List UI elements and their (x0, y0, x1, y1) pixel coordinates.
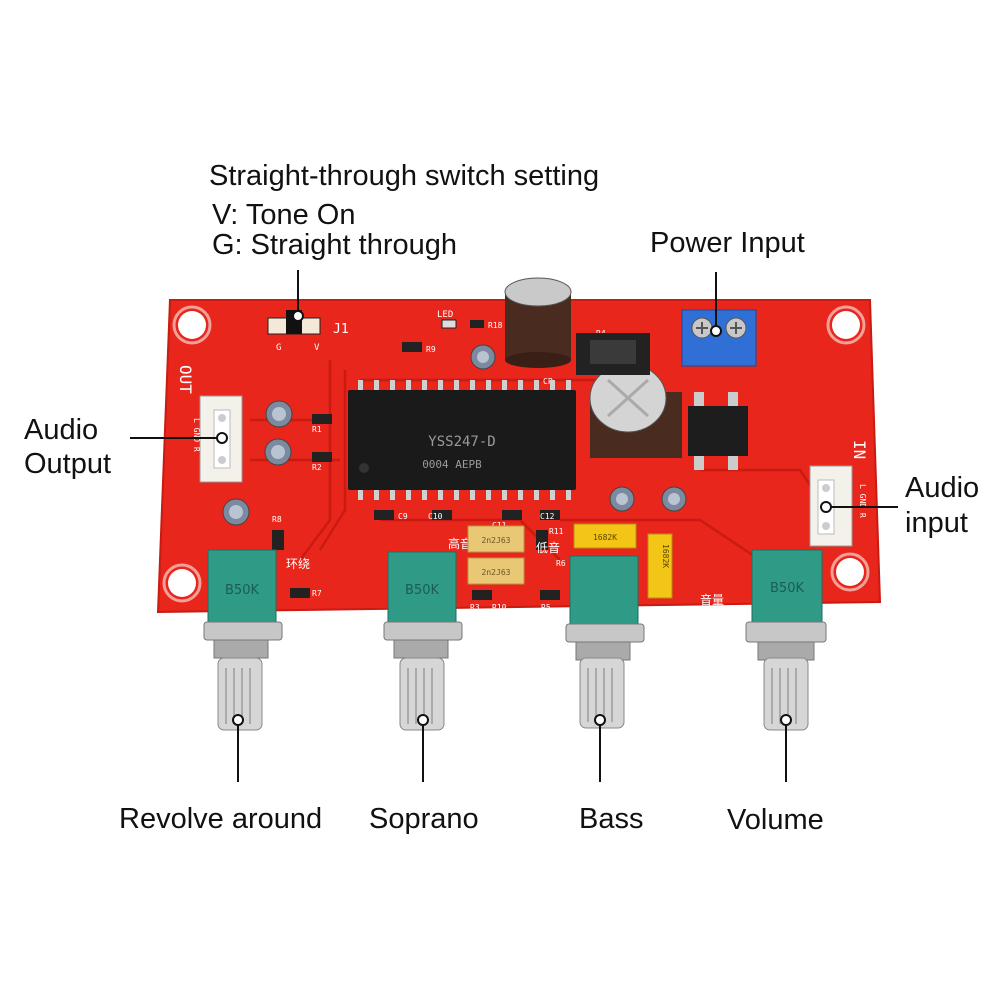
silk-cp: CP (543, 377, 553, 386)
soprano-label: Soprano (369, 803, 479, 835)
callout-jumper-dot (292, 310, 304, 322)
ic-code-text: 0004 AEPB (422, 458, 482, 471)
silk-c10: C10 (428, 512, 443, 521)
power-terminal (681, 309, 757, 367)
audio-output-label-line2: Output (24, 448, 112, 480)
silk-r5: R5 (541, 603, 551, 612)
power-input-label: Power Input (650, 227, 805, 259)
jumper-v-mark: V (314, 343, 320, 353)
silk-r8: R8 (272, 515, 282, 524)
callout-lines (130, 270, 898, 782)
silk-r9: R9 (426, 345, 436, 354)
silk-treble: 高音 (448, 536, 472, 551)
film-cap-c-text: 1682K (593, 533, 617, 542)
silk-bass: 低音 (536, 540, 560, 555)
callout-power-dot (710, 325, 722, 337)
film-capacitors: 2n2J63 2n2J63 1682K 1682K (467, 523, 673, 599)
silk-r11: R11 (549, 527, 564, 536)
silk-r2: R2 (312, 463, 322, 472)
switch-v-label: V: Tone On (212, 199, 356, 231)
callout-dots (216, 310, 832, 726)
callout-output-dot (216, 432, 228, 444)
volume-label: Volume (727, 804, 824, 836)
callout-input-dot (820, 501, 832, 513)
silk-r3: R3 (470, 603, 480, 612)
pot-revolve: B50K (203, 549, 283, 731)
silk-volume: 音量 (700, 592, 724, 607)
pot-soprano: B50K (383, 551, 463, 731)
silk-c9: C9 (398, 512, 408, 521)
out-silk-label: OUT (176, 365, 195, 394)
bass-label: Bass (579, 803, 644, 835)
silk-surround: 环绕 (286, 557, 310, 571)
audio-input-label-line2: input (905, 507, 968, 539)
silk-r1: R1 (312, 425, 322, 434)
silk-r18: R18 (488, 321, 503, 330)
callout-bass-dot (594, 714, 606, 726)
small-components: LED (272, 310, 560, 600)
pot-volume-value: B50K (770, 581, 804, 596)
in-pins-label: L GND R (858, 484, 867, 518)
pot-volume: B50K (745, 549, 827, 731)
led-label: LED (437, 310, 453, 320)
jumper-label: J1 (333, 322, 349, 337)
silk-r6: R6 (556, 559, 566, 568)
callout-revolve-dot (232, 714, 244, 726)
mounting-holes (162, 305, 870, 603)
film-cap-d-text: 1682K (661, 544, 670, 568)
jumper-g-mark: G (276, 343, 281, 353)
ic-model-text: YSS247-D (428, 434, 495, 450)
small-capacitors (222, 344, 687, 526)
silk-c12: C12 (540, 512, 555, 521)
in-silk-label: IN (850, 440, 869, 459)
pot-bass (565, 555, 645, 729)
audio-input-label-line1: Audio (905, 472, 980, 504)
ic-pins (358, 380, 571, 500)
film-cap-a-text: 2n2J63 (482, 536, 511, 545)
audio-output-label-line1: Audio (24, 414, 99, 446)
revolve-around-label: Revolve around (119, 803, 323, 835)
big-capacitors (504, 277, 682, 458)
silk-r7: R7 (312, 589, 322, 598)
voltage-regulator (576, 333, 650, 375)
bridge-rectifier (688, 392, 748, 470)
pot-soprano-value: B50K (405, 583, 439, 598)
film-cap-b-text: 2n2J63 (482, 568, 511, 577)
main-ic: YSS247-D 0004 AEPB (348, 380, 576, 500)
pot-revolve-value: B50K (225, 583, 259, 598)
silkscreen-cn: 环绕 高音 低音 音量 (286, 536, 724, 607)
switch-g-label: G: Straight through (212, 229, 458, 261)
callout-volume-dot (780, 714, 792, 726)
switch-title-label: Straight-through switch setting (209, 160, 600, 192)
silk-r10: R10 (492, 603, 507, 612)
callout-soprano-dot (417, 714, 429, 726)
out-pins-label: L GND R (192, 418, 201, 452)
